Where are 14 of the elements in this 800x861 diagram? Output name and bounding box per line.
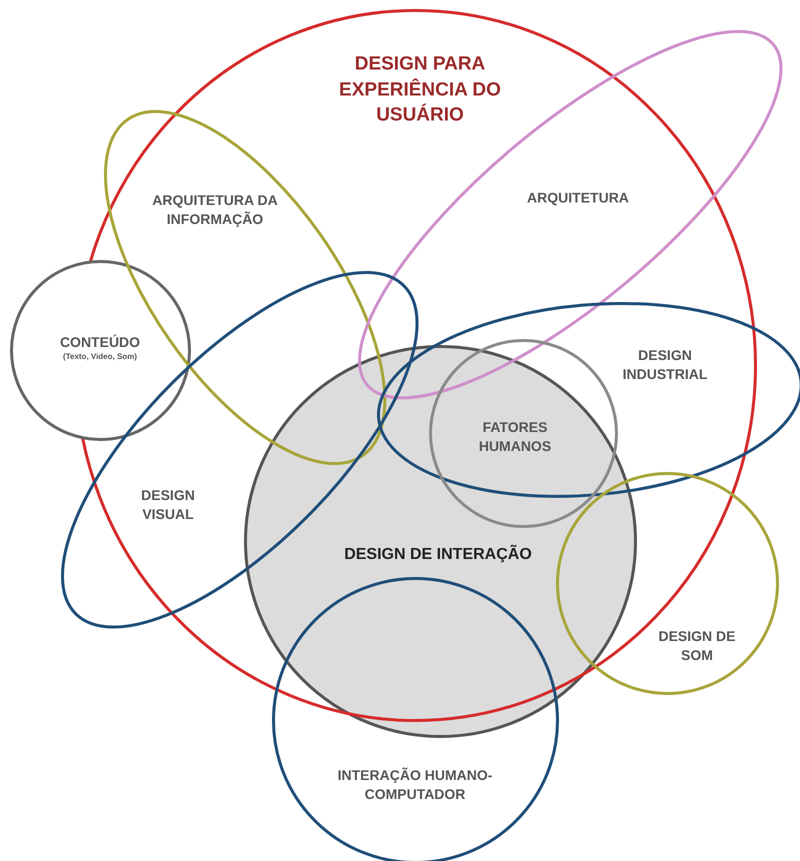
venn-circle bbox=[556, 472, 778, 694]
node-label: ARQUITETURA bbox=[526, 188, 630, 208]
node-label: DESIGN DE INTERAÇÃO bbox=[343, 544, 533, 566]
node-label: DESIGN VISUAL bbox=[140, 486, 196, 524]
node-label: DESIGN PARA EXPERIÊNCIA DO USUÁRIO bbox=[338, 52, 502, 128]
venn-circle bbox=[428, 338, 618, 528]
node-sublabel: (Texto, Video, Som) bbox=[62, 352, 138, 363]
node-label: INTERAÇÃO HUMANO-COMPUTADOR bbox=[336, 766, 494, 804]
node-label: CONTEÚDO bbox=[58, 333, 142, 352]
node-label: FATORES HUMANOS bbox=[478, 418, 552, 456]
venn-circle bbox=[10, 260, 190, 440]
node-label: DESIGN DE SOM bbox=[657, 627, 736, 665]
node-label: ARQUITETURA DA INFORMAÇÃO bbox=[151, 191, 279, 229]
node-label: DESIGN INDUSTRIAL bbox=[622, 346, 708, 384]
